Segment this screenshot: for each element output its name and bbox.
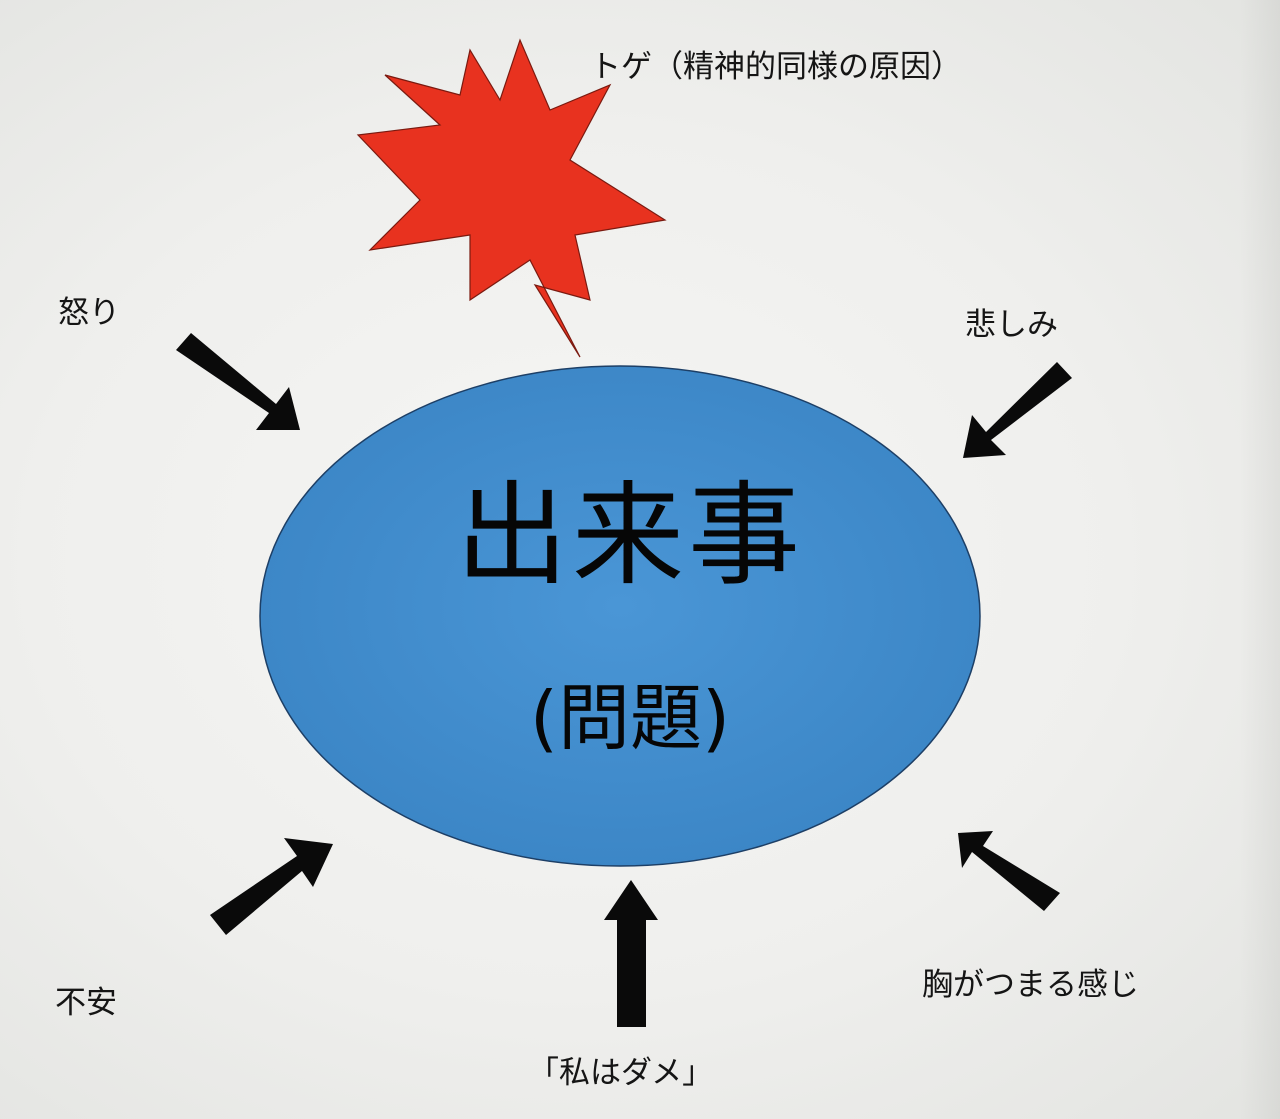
event-subtitle: (問題) bbox=[529, 676, 731, 760]
monitor-edge-shadow bbox=[1240, 0, 1280, 1119]
label-chest-tightness: 胸がつまる感じ bbox=[922, 967, 1139, 1003]
label-sadness: 悲しみ bbox=[965, 307, 1058, 343]
arrow-sadness bbox=[963, 362, 1072, 458]
label-anger: 怒り bbox=[58, 295, 120, 331]
thorn-starburst-icon bbox=[356, 38, 667, 358]
event-title: 出来事 bbox=[456, 471, 804, 601]
label-self-blame: 「私はダメ」 bbox=[528, 1055, 714, 1091]
arrow-anxiety bbox=[210, 838, 333, 935]
arrow-anger bbox=[176, 333, 300, 430]
thorn-label: トゲ（精神的同様の原因） bbox=[590, 49, 962, 85]
label-anxiety: 不安 bbox=[55, 985, 117, 1021]
event-ellipse bbox=[259, 365, 981, 867]
arrow-self-blame bbox=[604, 880, 658, 1027]
arrow-chest-tightness bbox=[958, 831, 1060, 911]
